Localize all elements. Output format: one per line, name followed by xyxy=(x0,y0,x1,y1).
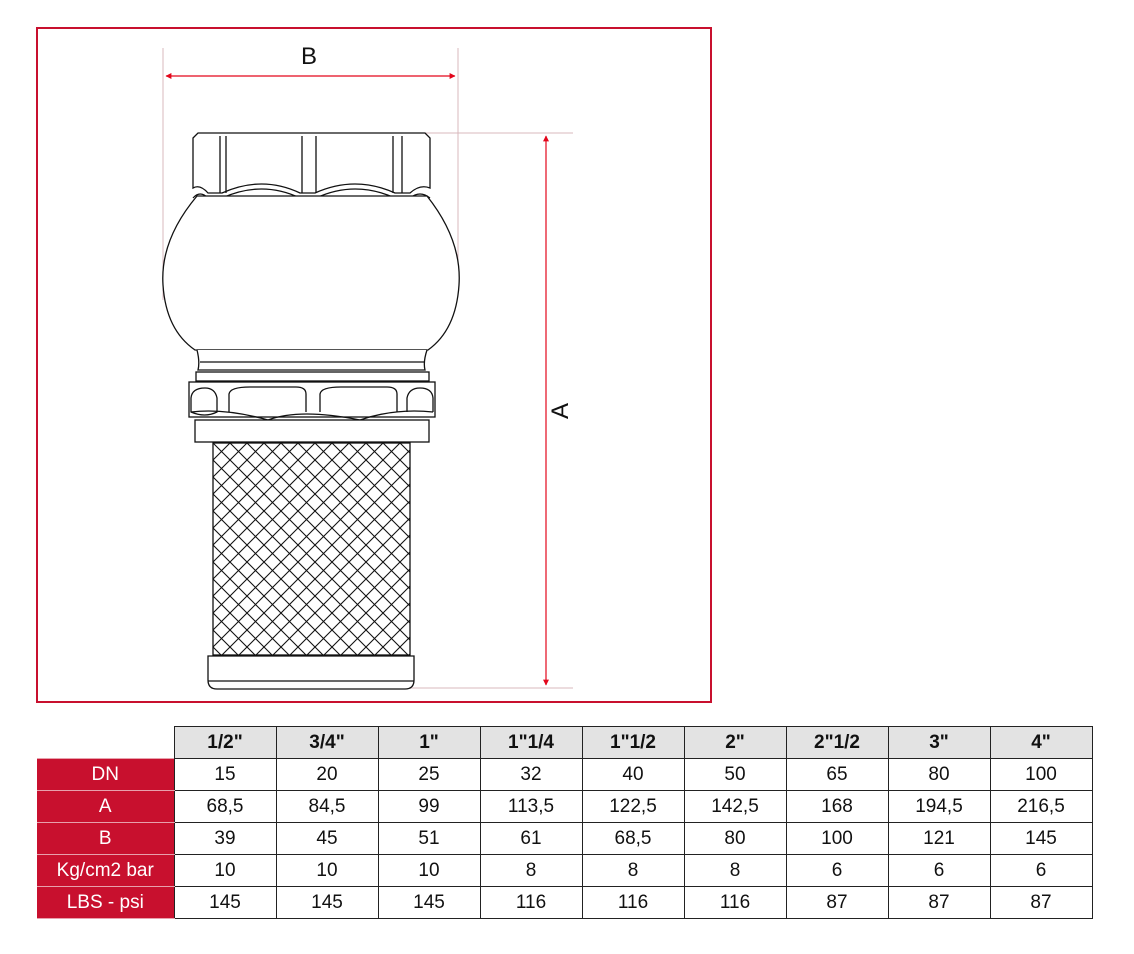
size-header: 2"1/2 xyxy=(785,726,889,759)
table-cell: 116 xyxy=(479,886,583,919)
size-header: 1"1/4 xyxy=(479,726,583,759)
table-cell: 32 xyxy=(479,758,583,791)
table-cell: 51 xyxy=(377,822,481,855)
dimension-b-label: B xyxy=(301,43,318,70)
row-label: B xyxy=(37,822,174,855)
table-cell: 6 xyxy=(785,854,889,887)
table-cell: 68,5 xyxy=(173,790,277,823)
size-header: 3" xyxy=(887,726,991,759)
table-cell: 6 xyxy=(887,854,991,887)
table-cell: 116 xyxy=(581,886,685,919)
table-header-row: 1/2" 3/4" 1" 1"1/4 1"1/2 2" 2"1/2 3" 4" xyxy=(37,726,1093,759)
table-cell: 6 xyxy=(989,854,1093,887)
size-header: 2" xyxy=(683,726,787,759)
table-cell: 10 xyxy=(275,854,379,887)
table-cell: 145 xyxy=(377,886,481,919)
table-cell: 8 xyxy=(683,854,787,887)
table-cell: 80 xyxy=(683,822,787,855)
table-cell: 45 xyxy=(275,822,379,855)
spec-table: 1/2" 3/4" 1" 1"1/4 1"1/2 2" 2"1/2 3" 4" … xyxy=(37,726,1093,919)
table-cell: 142,5 xyxy=(683,790,787,823)
table-cell: 25 xyxy=(377,758,481,791)
row-label: LBS - psi xyxy=(37,886,174,919)
table-cell: 168 xyxy=(785,790,889,823)
table-cell: 50 xyxy=(683,758,787,791)
table-cell: 87 xyxy=(887,886,991,919)
table-cell: 116 xyxy=(683,886,787,919)
table-cell: 100 xyxy=(989,758,1093,791)
table-row-pressure-psi: LBS - psi 145 145 145 116 116 116 87 87 … xyxy=(37,886,1093,919)
table-cell: 40 xyxy=(581,758,685,791)
valve-body xyxy=(162,132,460,690)
row-label: A xyxy=(37,790,174,823)
size-header: 4" xyxy=(989,726,1093,759)
table-cell: 61 xyxy=(479,822,583,855)
table-cell: 20 xyxy=(275,758,379,791)
dimension-a-label: A xyxy=(547,402,575,420)
table-cell: 87 xyxy=(989,886,1093,919)
table-cell: 145 xyxy=(275,886,379,919)
table-cell: 194,5 xyxy=(887,790,991,823)
table-cell: 39 xyxy=(173,822,277,855)
size-header: 1" xyxy=(377,726,481,759)
table-cell: 8 xyxy=(479,854,583,887)
table-cell: 68,5 xyxy=(581,822,685,855)
table-row-b: B 39 45 51 61 68,5 80 100 121 145 xyxy=(37,822,1093,855)
table-row-pressure-bar: Kg/cm2 bar 10 10 10 8 8 8 6 6 6 xyxy=(37,854,1093,887)
table-cell: 99 xyxy=(377,790,481,823)
valve-drawing xyxy=(162,48,573,690)
table-cell: 145 xyxy=(989,822,1093,855)
size-header: 1"1/2 xyxy=(581,726,685,759)
table-corner xyxy=(37,726,174,759)
table-cell: 145 xyxy=(173,886,277,919)
drawing-frame xyxy=(36,27,712,703)
size-header: 1/2" xyxy=(173,726,277,759)
table-cell: 10 xyxy=(173,854,277,887)
table-cell: 113,5 xyxy=(479,790,583,823)
table-cell: 8 xyxy=(581,854,685,887)
extension-lines xyxy=(162,48,573,689)
table-cell: 100 xyxy=(785,822,889,855)
table-cell: 122,5 xyxy=(581,790,685,823)
table-cell: 10 xyxy=(377,854,481,887)
table-cell: 216,5 xyxy=(989,790,1093,823)
table-cell: 87 xyxy=(785,886,889,919)
table-row-a: A 68,5 84,5 99 113,5 122,5 142,5 168 194… xyxy=(37,790,1093,823)
table-cell: 65 xyxy=(785,758,889,791)
table-cell: 80 xyxy=(887,758,991,791)
row-label: DN xyxy=(37,758,174,791)
table-cell: 84,5 xyxy=(275,790,379,823)
table-cell: 121 xyxy=(887,822,991,855)
table-cell: 15 xyxy=(173,758,277,791)
size-header: 3/4" xyxy=(275,726,379,759)
row-label: Kg/cm2 bar xyxy=(37,854,174,887)
table-row-dn: DN 15 20 25 32 40 50 65 80 100 xyxy=(37,758,1093,791)
